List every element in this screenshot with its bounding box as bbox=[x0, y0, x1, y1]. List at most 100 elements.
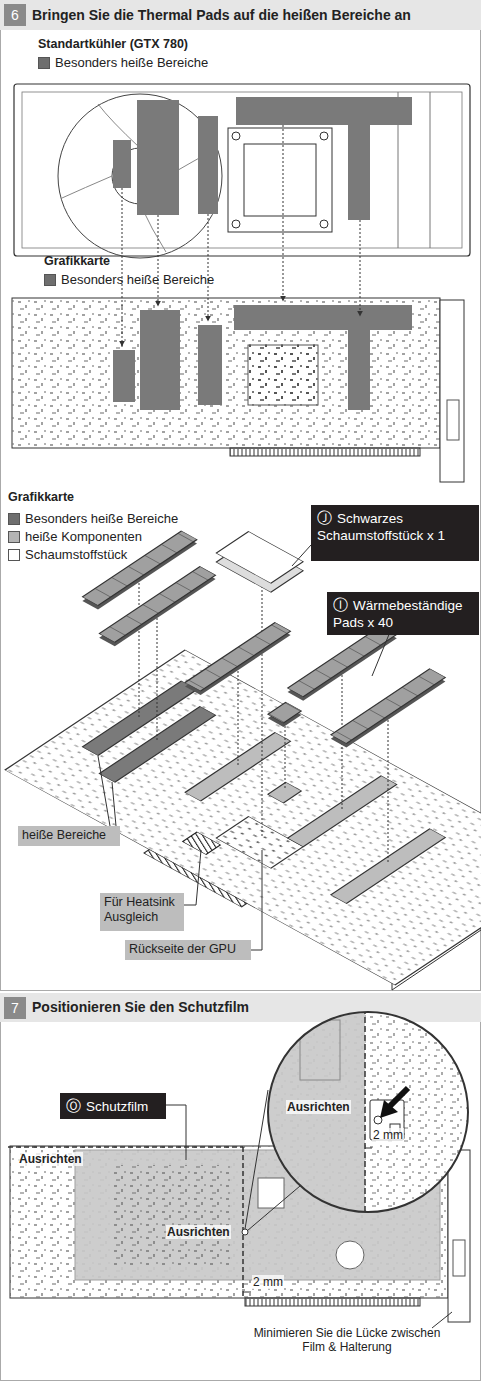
pointer-arrow-head bbox=[380, 1100, 398, 1118]
zoom-line bbox=[247, 1186, 300, 1231]
magnifier-ring bbox=[268, 1012, 468, 1212]
component-outline bbox=[300, 1020, 340, 1080]
dashed-guide bbox=[157, 610, 158, 742]
legend-text: heiße Komponenten bbox=[25, 529, 142, 544]
protective-film bbox=[260, 1008, 365, 1218]
legend-text: Besonders heiße Bereiche bbox=[25, 511, 178, 526]
legend-swatch bbox=[8, 549, 20, 561]
gpu-back bbox=[216, 817, 303, 869]
node-text: Rückseite der GPU bbox=[129, 942, 236, 956]
hot-area bbox=[348, 320, 370, 410]
pad-segments bbox=[331, 669, 446, 744]
gpu-components bbox=[248, 345, 318, 405]
screw-hole bbox=[232, 132, 240, 140]
alignment-line bbox=[242, 1147, 244, 1297]
alignment-point bbox=[242, 1229, 248, 1235]
legend-item: Besonders heiße Bereiche bbox=[8, 511, 178, 526]
pointer-arrow bbox=[390, 1088, 408, 1106]
pcb-components bbox=[260, 1008, 478, 1218]
gpu-back-components bbox=[216, 817, 303, 869]
step-number: 7 bbox=[4, 997, 26, 1019]
pad-segments bbox=[288, 626, 397, 697]
thermal-pads bbox=[99, 567, 215, 643]
section-frame bbox=[1, 994, 481, 1381]
gpu-contact bbox=[244, 144, 316, 216]
legend-item: Besonders heiße Bereiche bbox=[38, 55, 208, 70]
thermal-pads bbox=[288, 626, 397, 697]
port bbox=[453, 1240, 465, 1276]
callout-letter: Ⓘ bbox=[333, 596, 348, 613]
leader-line bbox=[112, 782, 116, 826]
part-callout: Ⓞ Schutzfilm bbox=[60, 1093, 166, 1119]
node-text: Wärmebeständige Pads x 40 bbox=[333, 598, 463, 630]
thermal-pads bbox=[268, 702, 302, 723]
dimension: 2 mm bbox=[252, 1275, 284, 1289]
align-note: Ausrichten bbox=[166, 1225, 231, 1239]
dimension-line bbox=[243, 1292, 251, 1293]
hot-area bbox=[198, 116, 218, 214]
legend-item: Schaumstoffstück bbox=[8, 547, 127, 562]
node-text: Schwarzes Schaumstoffstück x 1 bbox=[317, 511, 445, 543]
thermal-pad bbox=[99, 567, 215, 643]
hot-area bbox=[137, 100, 179, 215]
node-text: Schutzfilm bbox=[86, 1099, 148, 1114]
legend-swatch bbox=[38, 57, 50, 69]
pcb-components bbox=[5, 650, 481, 985]
foam-piece bbox=[216, 532, 303, 584]
node-text: 6 bbox=[11, 7, 19, 23]
part-callout: ⒿSchwarzes Schaumstoffstück x 1 bbox=[311, 505, 479, 561]
pcie-connector bbox=[230, 448, 420, 456]
dimension-line bbox=[365, 1148, 372, 1149]
pcb bbox=[12, 298, 440, 448]
thermal-pads bbox=[331, 669, 446, 744]
callout-letter: Ⓞ bbox=[66, 1097, 81, 1114]
align-note: Ausrichten bbox=[286, 1100, 351, 1114]
magnified-detail bbox=[260, 1008, 478, 1218]
dashed-guide bbox=[238, 663, 239, 765]
thermal-pads bbox=[185, 623, 291, 692]
slot-bracket bbox=[440, 300, 464, 482]
hot-area bbox=[99, 707, 215, 783]
pcb-components bbox=[12, 298, 440, 448]
dashed-guide bbox=[285, 718, 286, 790]
hot-area bbox=[82, 681, 197, 756]
align-note: Ausrichten bbox=[18, 1152, 83, 1166]
film-components bbox=[110, 1165, 230, 1265]
legend-item: heiße Komponenten bbox=[8, 529, 142, 544]
part-callout: ⒾWärmebeständige Pads x 40 bbox=[327, 592, 479, 635]
alignment-line bbox=[8, 1146, 243, 1148]
zoom-line bbox=[245, 1090, 268, 1229]
pad-segments bbox=[185, 623, 291, 692]
thermal-pad bbox=[288, 626, 397, 697]
cooler-frame bbox=[22, 92, 462, 248]
leader-line bbox=[432, 1312, 452, 1328]
legend-swatch bbox=[8, 513, 20, 525]
hot-component bbox=[331, 829, 446, 904]
pcb bbox=[5, 650, 481, 985]
legend-text: Besonders heiße Bereiche bbox=[61, 272, 214, 287]
dashed-guide bbox=[388, 712, 389, 864]
legend-swatch bbox=[8, 531, 20, 543]
thermal-pad bbox=[268, 702, 302, 723]
screw-hole bbox=[320, 220, 328, 228]
legend-text: Besonders heiße Bereiche bbox=[55, 55, 208, 70]
pcie-connector bbox=[245, 1298, 420, 1306]
cooler-rib bbox=[430, 92, 431, 248]
hot-area bbox=[140, 310, 180, 410]
fan-ring bbox=[58, 94, 222, 258]
gpu-area bbox=[248, 345, 318, 405]
dashed-guide bbox=[139, 575, 140, 717]
view-title: Grafikkarte bbox=[44, 254, 110, 269]
instruction-note: Minimieren Sie die Lücke zwischen Film &… bbox=[242, 1326, 452, 1354]
hot-area bbox=[348, 116, 370, 220]
pad-segments bbox=[268, 702, 302, 723]
film-cutout bbox=[336, 1241, 364, 1269]
node-text: Für Heatsink Ausgleich bbox=[104, 895, 175, 924]
hot-component bbox=[268, 782, 302, 803]
pad-segments bbox=[99, 567, 215, 643]
hot-area bbox=[113, 140, 131, 188]
header-band bbox=[0, 993, 481, 1022]
hot-area bbox=[198, 325, 222, 405]
dashed-arrow bbox=[122, 188, 123, 346]
